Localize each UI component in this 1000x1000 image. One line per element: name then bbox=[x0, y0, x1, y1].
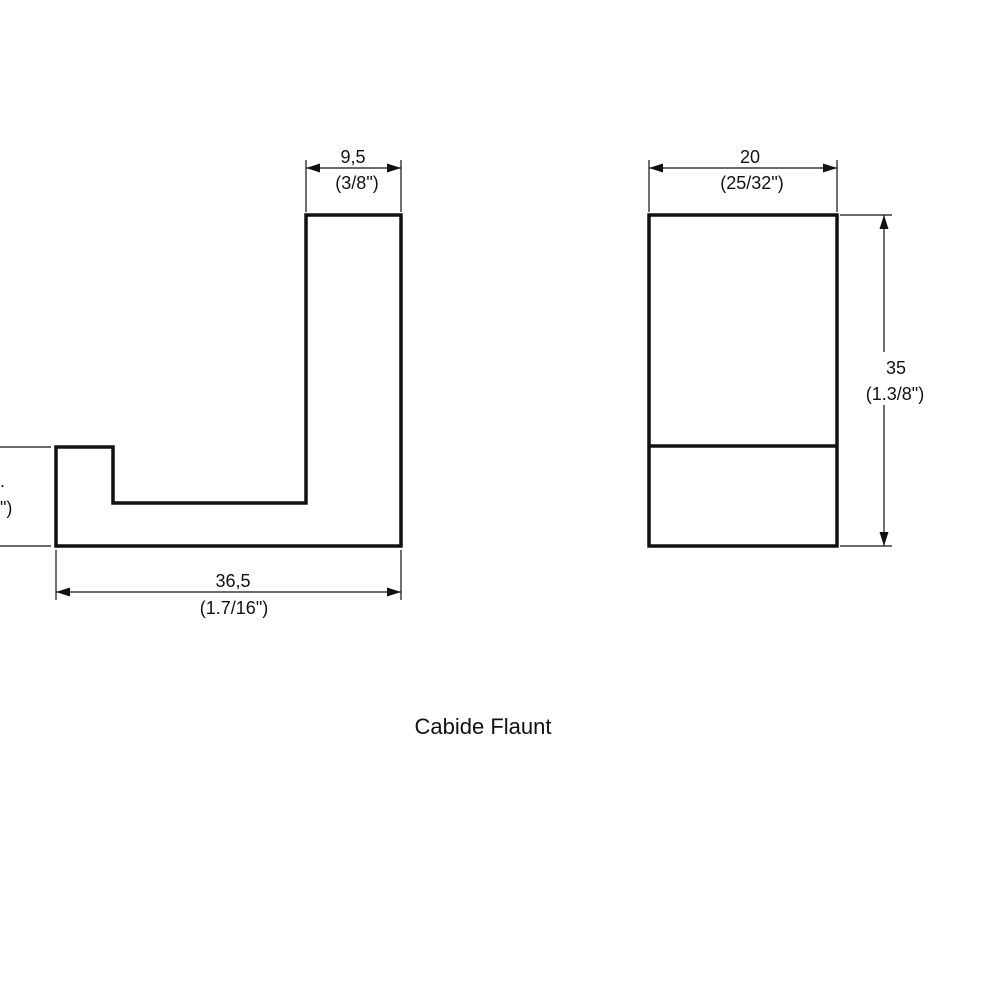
dimension-front-width: 20 (25/32") bbox=[648, 147, 838, 212]
dimension-hook-tip-width: 9,5 (3/8") bbox=[305, 147, 402, 212]
arrowhead-left bbox=[649, 163, 663, 173]
arrowhead-right bbox=[823, 163, 837, 173]
dimension-value: 9,5 bbox=[340, 147, 365, 167]
arrowhead-bottom bbox=[879, 532, 889, 546]
dimension-hook-length: 36,5 (1.7/16") bbox=[55, 550, 402, 618]
front-outline bbox=[647, 213, 839, 548]
hook-profile-outline bbox=[54, 213, 403, 548]
side-view: 9,5 (3/8") 36,5 (1.7/16") . ") bbox=[0, 147, 403, 618]
dimension-front-height: 35 (1.3/8") bbox=[840, 214, 924, 547]
drawing-caption: Cabide Flaunt bbox=[415, 714, 552, 739]
dimension-value: 35 bbox=[886, 358, 906, 378]
dimension-imperial-cropped: ") bbox=[0, 498, 12, 518]
arrowhead-right bbox=[387, 163, 401, 173]
arrowhead-right bbox=[387, 587, 401, 597]
dimension-hook-side-height: . ") bbox=[0, 446, 51, 547]
dimension-imperial: (3/8") bbox=[335, 173, 378, 193]
arrowhead-top bbox=[879, 215, 889, 229]
dimension-imperial: (25/32") bbox=[720, 173, 783, 193]
dimension-value: 20 bbox=[740, 147, 760, 167]
dimension-value-cropped: . bbox=[0, 471, 5, 491]
dimension-value: 36,5 bbox=[215, 571, 250, 591]
dimension-imperial: (1.3/8") bbox=[866, 384, 924, 404]
arrowhead-left bbox=[56, 587, 70, 597]
dimension-imperial: (1.7/16") bbox=[200, 598, 268, 618]
arrowhead-left bbox=[306, 163, 320, 173]
front-view: 20 (25/32") 35 (1.3/8") bbox=[647, 147, 924, 548]
